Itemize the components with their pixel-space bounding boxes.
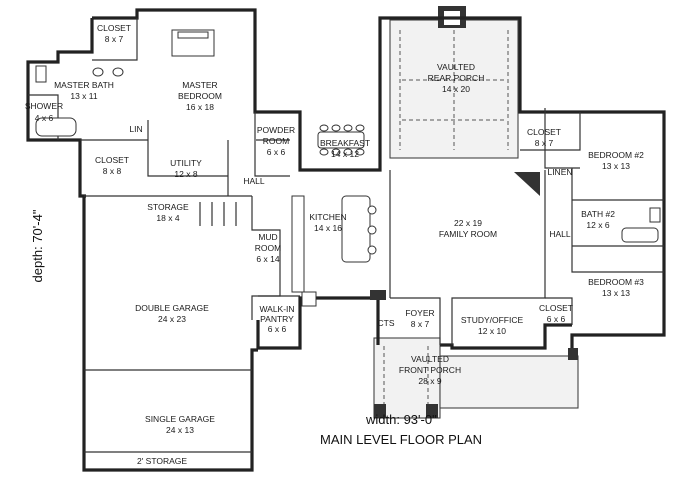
closet-bed2-label: CLOSET — [527, 127, 561, 137]
family-room-size: 22 x 19 — [454, 218, 482, 228]
walkin-pantry-size: 6 x 6 — [268, 324, 287, 334]
plan-title: MAIN LEVEL FLOOR PLAN — [320, 432, 482, 447]
master-bath-label: MASTER BATH — [54, 80, 114, 90]
storage-18x4-label: STORAGE — [147, 202, 189, 212]
mud-room-size: 6 x 14 — [256, 254, 279, 264]
bedroom3-label: BEDROOM #3 — [588, 277, 644, 287]
fixtures — [35, 29, 661, 307]
study-office-size: 12 x 10 — [478, 326, 506, 336]
kitchen-size: 14 x 16 — [314, 223, 342, 233]
rear-porch-size: 14 x 20 — [442, 84, 470, 94]
shower-size: 4 x 6 — [35, 113, 54, 123]
closet-master-size: 8 x 7 — [105, 34, 124, 44]
kitchen-label: KITCHEN — [309, 212, 346, 222]
depth-dimension: depth: 70'-4" — [30, 209, 45, 282]
master-bath-size: 13 x 11 — [70, 91, 98, 101]
rear-porch-area — [389, 6, 519, 159]
closet-6x6-label: CLOSET — [539, 303, 573, 313]
master-bedroom-label: MASTER — [182, 80, 217, 90]
cts-label: CTS — [378, 318, 395, 328]
double-garage-label: DOUBLE GARAGE — [135, 303, 209, 313]
double-garage-size: 24 x 23 — [158, 314, 186, 324]
powder-room-size: 6 x 6 — [267, 147, 286, 157]
storage-2-label: 2' STORAGE — [137, 456, 187, 466]
study-office-label: STUDY/OFFICE — [461, 315, 524, 325]
exterior-walls — [26, 8, 666, 472]
bath2-label: BATH #2 — [581, 209, 615, 219]
bedroom2-size: 13 x 13 — [602, 161, 630, 171]
foyer-label: FOYER — [405, 308, 434, 318]
mud-room-label-2: ROOM — [255, 243, 281, 253]
bedroom3-size: 13 x 13 — [602, 288, 630, 298]
mud-room-label: MUD — [258, 232, 277, 242]
closet-bed2-size: 8 x 7 — [535, 138, 554, 148]
hall-right-label: HALL — [549, 229, 571, 239]
lin-master-label: LIN — [129, 124, 142, 134]
single-garage-label: SINGLE GARAGE — [145, 414, 215, 424]
closet-master-label: CLOSET — [97, 23, 131, 33]
storage-18x4-size: 18 x 4 — [156, 213, 179, 223]
closet-8x8-label: CLOSET — [95, 155, 129, 165]
closet-6x6-size: 6 x 6 — [547, 314, 566, 324]
single-garage-size: 24 x 13 — [166, 425, 194, 435]
utility-label: UTILITY — [170, 158, 202, 168]
linen-label: LINEN — [547, 167, 572, 177]
breakfast-size: 14 x 12 — [331, 149, 359, 159]
walkin-pantry-label-2: PANTRY — [260, 314, 294, 324]
master-bedroom-size: 16 x 18 — [186, 102, 214, 112]
front-porch-label-2: FRONT PORCH — [399, 365, 461, 375]
bath2-size: 12 x 6 — [586, 220, 609, 230]
front-porch-label: VAULTED — [411, 354, 449, 364]
hall-left-label: HALL — [243, 176, 265, 186]
shower-label: SHOWER — [25, 101, 63, 111]
front-porch-area — [373, 337, 579, 419]
closet-8x8-size: 8 x 8 — [103, 166, 122, 176]
width-dimension: width: 93'-0" — [365, 412, 437, 427]
foyer-size: 8 x 7 — [411, 319, 430, 329]
walkin-pantry-label: WALK-IN — [259, 304, 294, 314]
utility-size: 12 x 8 — [174, 169, 197, 179]
powder-room-label-2: ROOM — [263, 136, 289, 146]
powder-room-label: POWDER — [257, 125, 295, 135]
front-porch-size: 28 x 9 — [418, 376, 441, 386]
rear-porch-label-2: REAR PORCH — [428, 73, 485, 83]
bedroom2-label: BEDROOM #2 — [588, 150, 644, 160]
room-labels: CLOSET 8 x 7 MASTER BATH 13 x 11 SHOWER … — [25, 23, 644, 466]
family-room-label: FAMILY ROOM — [439, 229, 497, 239]
rear-porch-label: VAULTED — [437, 62, 475, 72]
master-bedroom-label-2: BEDROOM — [178, 91, 222, 101]
breakfast-label: BREAKFAST — [320, 138, 370, 148]
